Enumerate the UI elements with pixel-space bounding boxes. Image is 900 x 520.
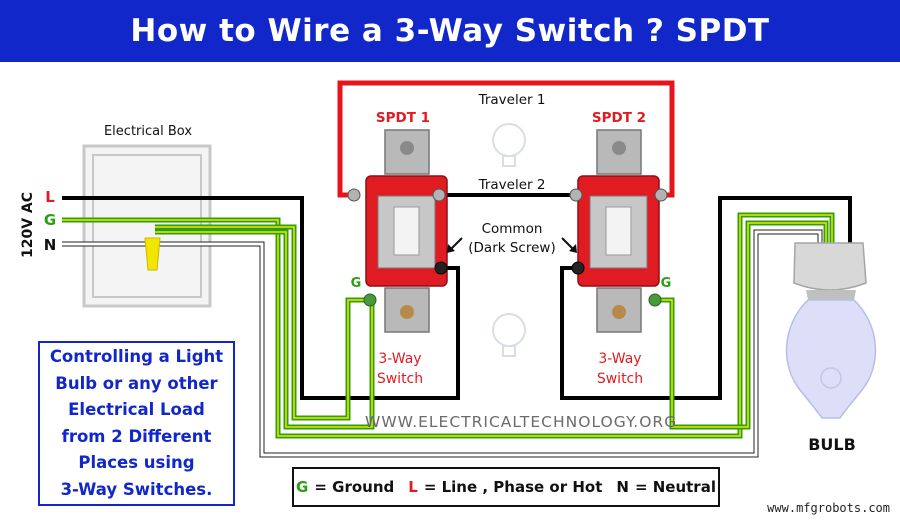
ground-wires bbox=[62, 212, 835, 439]
neutral-wire bbox=[62, 229, 823, 458]
legend-neutral-key: N bbox=[616, 478, 629, 496]
info-line: Electrical Load bbox=[68, 400, 205, 419]
switch-1-ground-label: G bbox=[351, 276, 362, 291]
info-line: from 2 Different bbox=[61, 426, 212, 446]
legend-ground: G = Ground bbox=[296, 478, 394, 496]
watermark-bulb-icon bbox=[492, 123, 526, 357]
legend-ground-key: G bbox=[296, 478, 309, 496]
legend-box: G = Ground L = Line , Phase or Hot N = Neut… bbox=[292, 467, 720, 507]
line-wire bbox=[62, 196, 460, 400]
traveler-2-label: Traveler 2 bbox=[478, 177, 546, 193]
spdt-switch-2 bbox=[569, 129, 668, 333]
legend-line-text: = Line , Phase or Hot bbox=[423, 478, 603, 496]
arrow-right-icon bbox=[561, 237, 577, 253]
switch-1-caption-line2: Switch bbox=[377, 371, 423, 387]
neutral-terminal-label: N bbox=[44, 236, 57, 254]
line-terminal-label: L bbox=[45, 188, 55, 206]
supply-voltage-label: 120V AC bbox=[20, 192, 36, 258]
page-title: How to Wire a 3-Way Switch ? SPDT bbox=[130, 13, 770, 49]
credit-watermark: www.mfgrobots.com bbox=[767, 501, 890, 515]
switch-2-name: SPDT 2 bbox=[592, 110, 646, 126]
switched-line-wire bbox=[560, 196, 852, 400]
switch-1-name: SPDT 1 bbox=[376, 110, 430, 126]
info-box: Controlling a Light Bulb or any other El… bbox=[38, 341, 235, 506]
info-line: 3-Way Switches. bbox=[60, 479, 213, 499]
legend-neutral: N = Neutral bbox=[616, 478, 716, 496]
traveler-1-wire bbox=[337, 80, 675, 198]
switch-1-caption-line1: 3-Way bbox=[378, 351, 421, 367]
info-text: Controlling a Light Bulb or any other El… bbox=[50, 344, 223, 503]
website-watermark: WWW.ELECTRICALTECHNOLOGY.ORG bbox=[365, 413, 678, 431]
light-bulb-icon bbox=[785, 242, 877, 419]
bulb-label: BULB bbox=[808, 435, 856, 454]
title-banner: How to Wire a 3-Way Switch ? SPDT bbox=[0, 0, 900, 62]
common-label: Common bbox=[482, 221, 543, 237]
info-line: Places using bbox=[78, 453, 195, 472]
ground-terminal-label: G bbox=[44, 211, 56, 229]
traveler-1-label: Traveler 1 bbox=[478, 92, 546, 108]
wire-nut-icon bbox=[144, 237, 161, 271]
info-line: Bulb or any other bbox=[55, 373, 218, 393]
info-line: Controlling a Light bbox=[49, 347, 224, 366]
switch-2-caption-line1: 3-Way bbox=[598, 351, 641, 367]
legend-ground-text: = Ground bbox=[314, 478, 395, 496]
switch-2-caption-line2: Switch bbox=[597, 371, 643, 387]
legend-line-key: L bbox=[408, 478, 418, 496]
common-sublabel: (Dark Screw) bbox=[468, 240, 555, 256]
spdt-switch-1 bbox=[347, 129, 448, 333]
legend-line: L = Line , Phase or Hot bbox=[408, 478, 602, 496]
legend-neutral-text: = Neutral bbox=[634, 478, 716, 496]
arrow-left-icon bbox=[447, 237, 463, 253]
switch-2-ground-label: G bbox=[661, 276, 672, 291]
electrical-box-label: Electrical Box bbox=[104, 124, 192, 139]
